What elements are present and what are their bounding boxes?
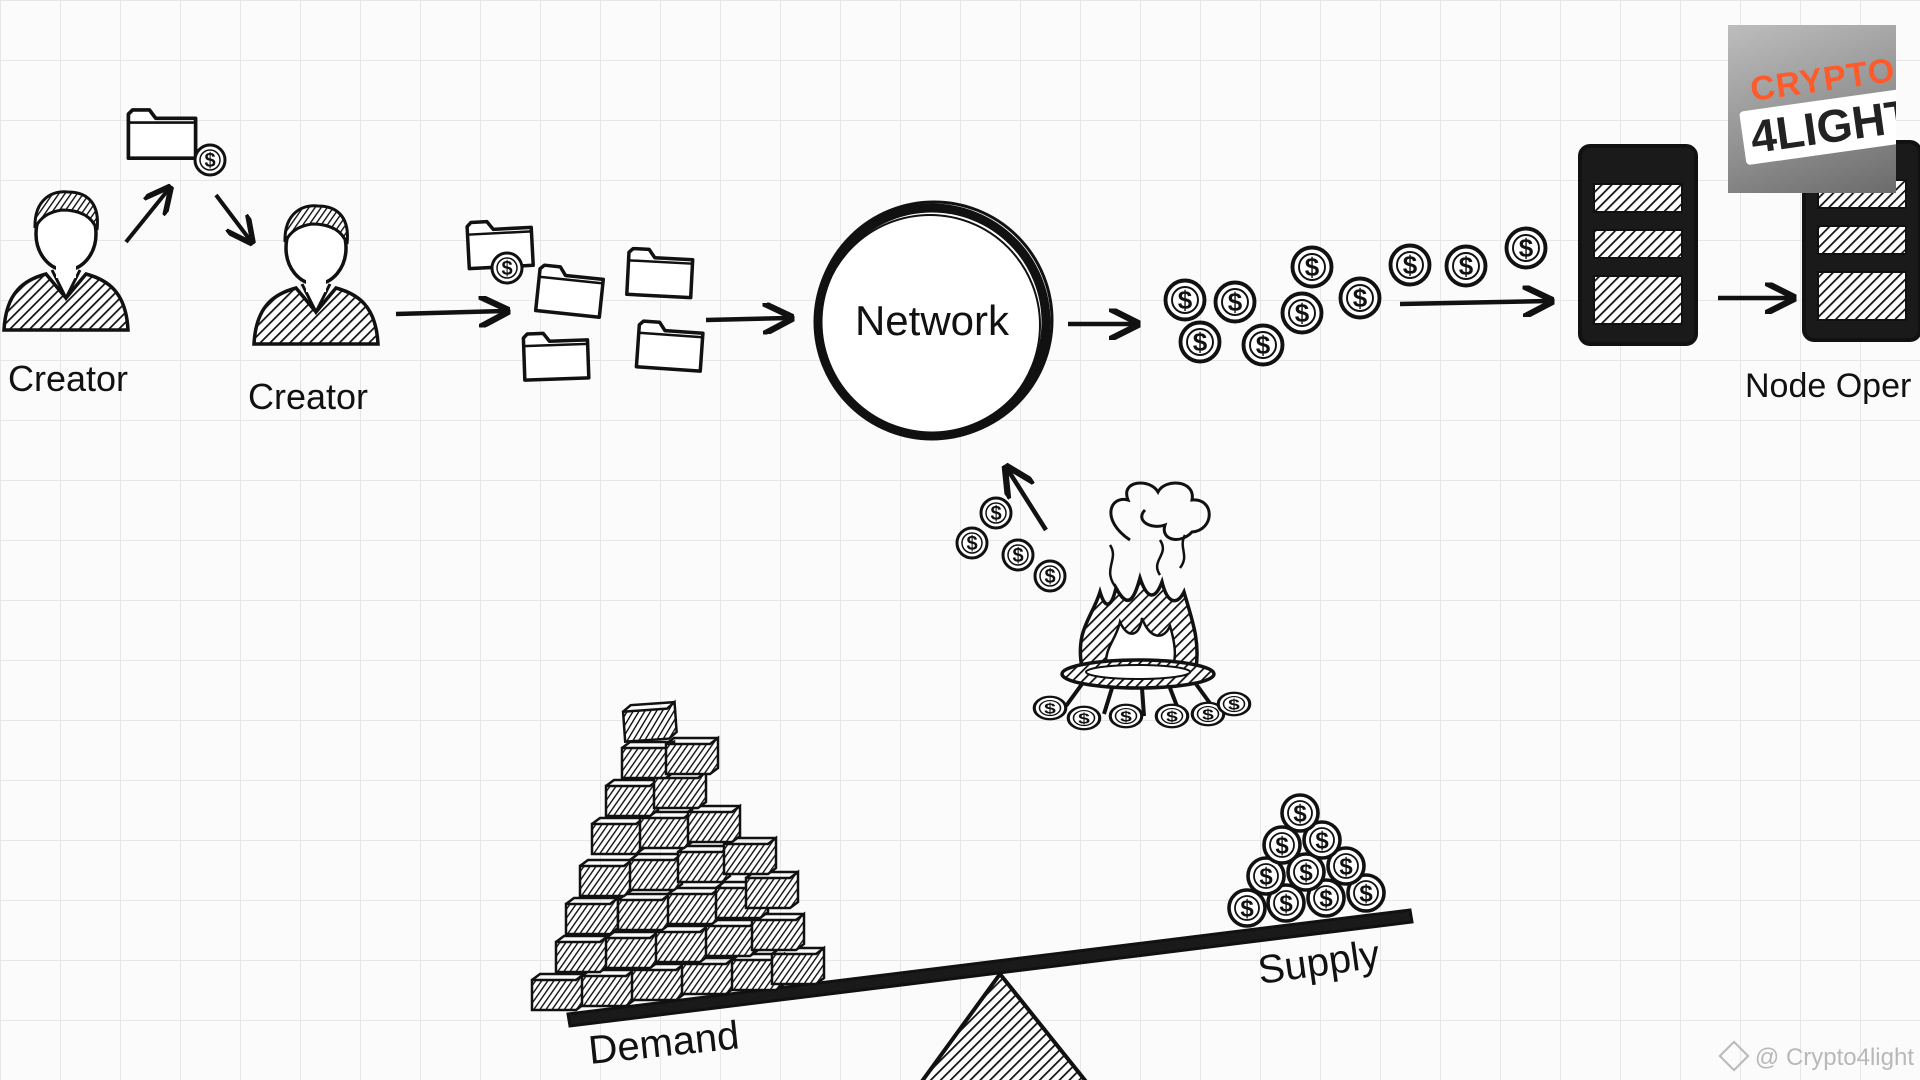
- supply-pile: [1227, 793, 1386, 928]
- network-node: Network: [813, 200, 1054, 441]
- arrow-folders-to-network: [705, 318, 788, 320]
- folder-icon: [533, 263, 606, 319]
- server-icon: [1578, 144, 1698, 346]
- coin-stream: [1163, 226, 1548, 367]
- coin-icon: [979, 496, 1013, 530]
- arrow-coins-to-servers: [1399, 301, 1548, 304]
- coin-icon: [490, 251, 524, 285]
- folder-icon: [521, 330, 591, 382]
- burn-coins: [955, 496, 1067, 593]
- campfire-icon: [1032, 481, 1252, 731]
- watermark: @ Crypto4light: [1718, 1040, 1914, 1072]
- arrow-creator-to-folders: [395, 311, 504, 314]
- coin-icon: [1178, 320, 1222, 364]
- coin-icon: [1033, 559, 1067, 593]
- shared-coin-icon: [193, 143, 227, 177]
- arrow-down-right: [214, 193, 250, 240]
- coin-icon: [1290, 245, 1334, 289]
- demand-pile: [530, 700, 826, 1012]
- coin-icon: [1001, 538, 1035, 572]
- network-label: Network: [855, 297, 1010, 344]
- diamond-logo-icon: [1718, 1040, 1750, 1072]
- coin-icon: [955, 526, 989, 560]
- creator-right-person-icon: [252, 203, 380, 346]
- node-operator-label: Node Oper: [1745, 367, 1911, 405]
- watermark-text: @ Crypto4light: [1754, 1044, 1914, 1071]
- coin-icon: [1388, 243, 1432, 287]
- folder-icon: [634, 319, 706, 373]
- creator-left-person-icon: [2, 189, 130, 332]
- creator-right-label: Creator: [248, 376, 368, 417]
- coin-icon: [1280, 291, 1324, 335]
- seesaw-icon: [566, 908, 1414, 1080]
- creator-left-label: Creator: [8, 358, 128, 399]
- arrow-burn-to-network: [1008, 470, 1048, 532]
- coin-icon: [1241, 323, 1285, 367]
- coin-icon: [1504, 226, 1548, 270]
- coin-icon: [1213, 280, 1257, 324]
- folder-icon: [625, 246, 695, 300]
- coin-icon: [1163, 278, 1207, 322]
- coin-icon: [1444, 244, 1488, 288]
- crypto4light-logo: CRYPTO 4LIGHT: [1728, 25, 1896, 193]
- folder-cluster: [465, 217, 706, 382]
- shared-folder-icon: [126, 108, 198, 161]
- supply-label: Supply: [1255, 932, 1382, 993]
- arrow-up-right: [124, 190, 168, 244]
- coin-icon: [1338, 276, 1382, 320]
